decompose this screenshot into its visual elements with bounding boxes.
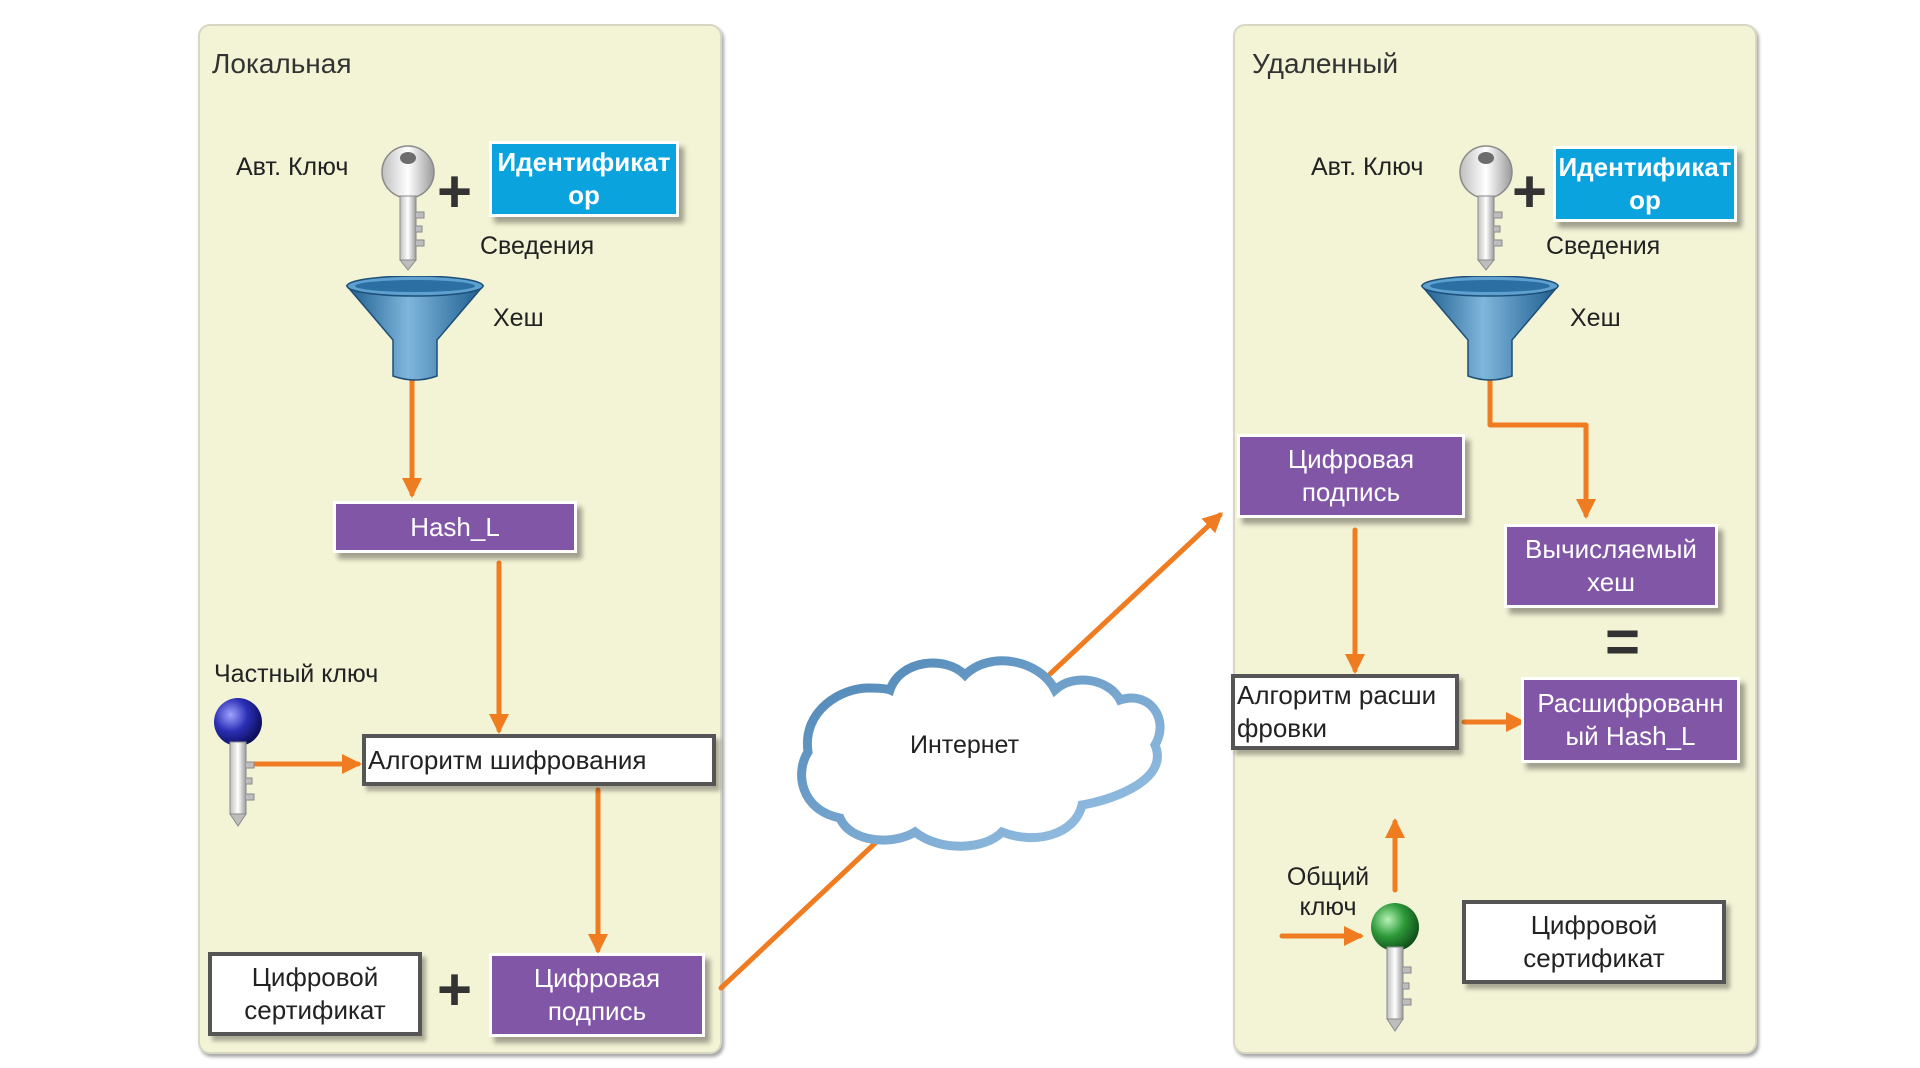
decrypted-hash-box: Расшифрованный Hash_L: [1521, 677, 1740, 763]
cloud-icon: [797, 656, 1165, 851]
local-plus-bottom: +: [437, 956, 473, 1023]
local-hash-box: Hash_L: [333, 501, 577, 553]
funnel-icon: [1420, 276, 1560, 381]
silver-key-icon: [1459, 145, 1513, 271]
local-title: Локальная: [212, 48, 352, 79]
local-identifier-box: Идентификатор: [489, 141, 679, 217]
local-plus-top: +: [437, 158, 473, 225]
computed-hash-box: Вычисляемый хеш: [1504, 524, 1718, 608]
arrow-funnel-to-computed-hash: [1487, 377, 1596, 519]
remote-title: Удаленный: [1252, 48, 1399, 79]
remote-identifier-box: Идентификатор: [1553, 146, 1737, 222]
local-hash-label: Хеш: [493, 304, 544, 332]
remote-signature-box: Цифровая подпись: [1237, 434, 1465, 518]
private-key-label: Частный ключ: [214, 660, 379, 688]
local-info-label: Сведения: [480, 232, 595, 260]
green-key-icon: [1371, 903, 1419, 1032]
blue-key-icon: [214, 698, 262, 827]
line-signature-to-cloud: [718, 829, 890, 991]
encrypt-algorithm-box: Алгоритм шифрования: [362, 734, 716, 786]
decrypt-algorithm-box: Алгоритм расшифровки: [1231, 674, 1459, 750]
local-signature-box: Цифровая подпись: [489, 953, 705, 1037]
arrow-cloud-to-remote: [1047, 512, 1223, 677]
local-auth-key-label: Авт. Ключ: [236, 153, 349, 181]
remote-certificate-box: Цифровой сертификат: [1462, 900, 1726, 984]
remote-hash-label: Хеш: [1570, 304, 1621, 332]
internet-label: Интернет: [910, 731, 1020, 759]
remote-plus-top: +: [1512, 158, 1548, 225]
equals-sign: =: [1605, 608, 1641, 675]
public-key-label: Общий ключ: [1286, 863, 1370, 921]
remote-auth-key-label: Авт. Ключ: [1311, 153, 1424, 181]
funnel-icon: [345, 276, 485, 381]
remote-info-label: Сведения: [1546, 232, 1661, 260]
silver-key-icon: [381, 145, 435, 271]
local-certificate-box: Цифровой сертификат: [208, 952, 422, 1036]
